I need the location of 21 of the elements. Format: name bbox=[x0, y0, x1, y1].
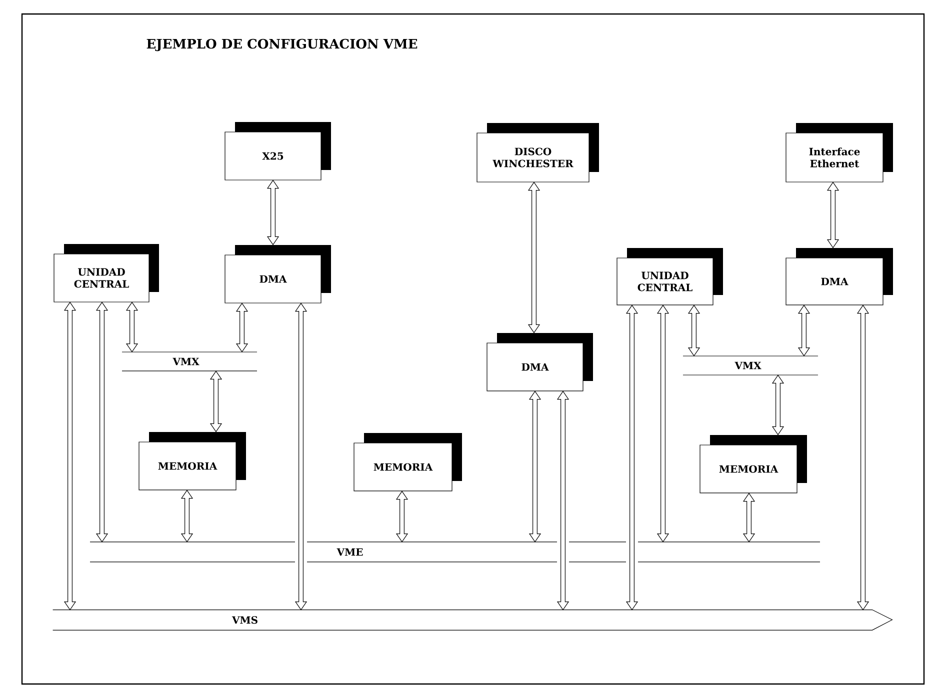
module-box: DISCO WINCHESTER bbox=[476, 123, 599, 182]
module-box: UNIDAD CENTRAL bbox=[54, 244, 159, 302]
title: EJEMPLO DE CONFIGURACION VME bbox=[146, 38, 418, 52]
module-box: MEMORIA bbox=[700, 434, 807, 494]
bus-arrow-band: VMS bbox=[52, 609, 893, 630]
module-box: DMA bbox=[486, 333, 593, 392]
double-arrow bbox=[266, 180, 280, 246]
bus-band: VME bbox=[90, 542, 820, 562]
module-box: X25 bbox=[224, 122, 331, 180]
module-box: MEMORIA bbox=[354, 432, 462, 492]
module-box: UNIDAD CENTRAL bbox=[616, 248, 723, 306]
bus-band: VMX bbox=[122, 352, 258, 372]
double-arrow bbox=[826, 182, 840, 248]
module-box: DMA bbox=[786, 248, 893, 306]
double-arrow bbox=[528, 182, 540, 334]
double-arrow bbox=[210, 370, 222, 432]
module-box: DMA bbox=[224, 245, 331, 304]
module-box: MEMORIA bbox=[138, 432, 246, 490]
double-arrow bbox=[772, 374, 784, 436]
module-box: Interface Ethernet bbox=[786, 123, 893, 182]
bus-band: VMX bbox=[682, 356, 818, 376]
